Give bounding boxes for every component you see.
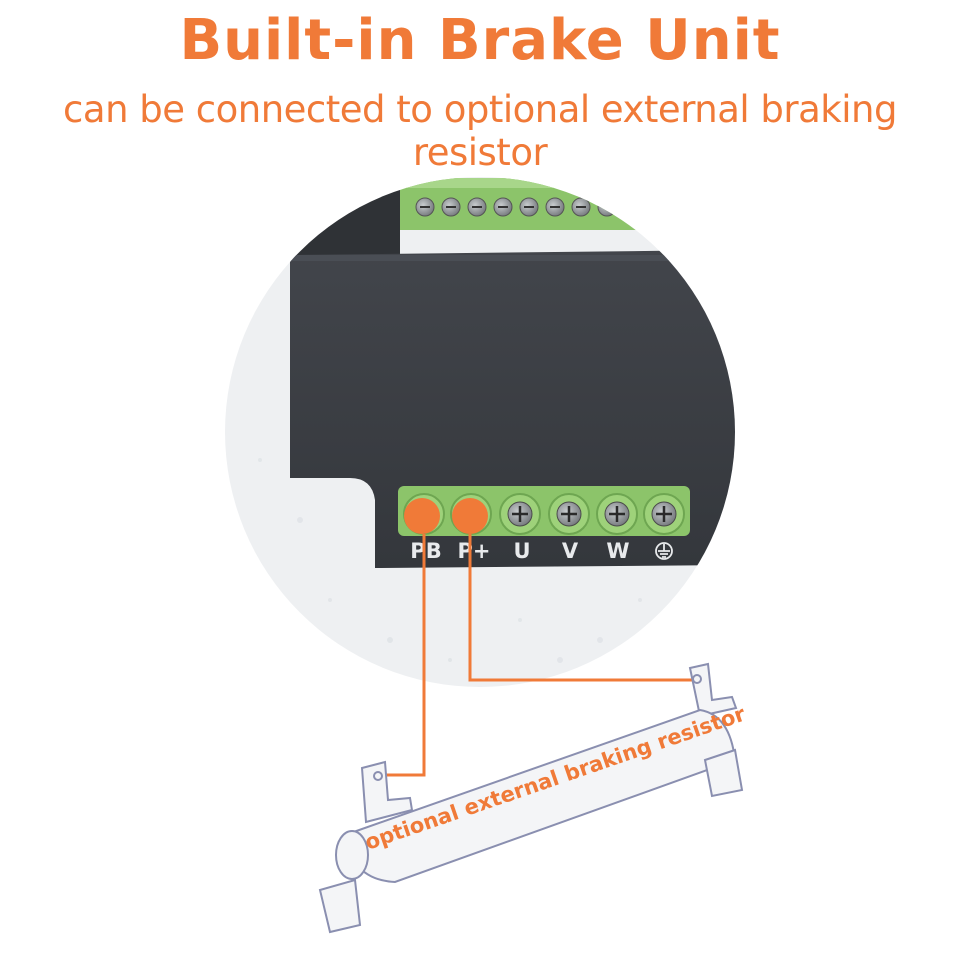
terminal-label-u: U bbox=[513, 539, 530, 563]
power-terminal-block bbox=[398, 486, 690, 536]
terminal-label-v: V bbox=[562, 539, 579, 563]
ground-symbol-icon bbox=[655, 542, 673, 560]
control-terminal-strip bbox=[400, 178, 660, 230]
terminal-label-pplus: P+ bbox=[458, 539, 491, 563]
headline: Built-in Brake Unit bbox=[179, 8, 781, 73]
terminal-label-w: W bbox=[606, 539, 629, 563]
pplus-highlight-dot bbox=[452, 498, 488, 534]
photo-circle: PB P+ U V W bbox=[225, 177, 735, 687]
subheadline: can be connected to optional external br… bbox=[63, 88, 897, 174]
resistor-label: optional external braking resistor bbox=[362, 701, 749, 854]
brake-wiring bbox=[384, 534, 696, 777]
braking-resistor bbox=[318, 662, 744, 934]
pb-highlight-dot bbox=[404, 498, 440, 534]
terminal-label-pb: PB bbox=[410, 539, 441, 563]
